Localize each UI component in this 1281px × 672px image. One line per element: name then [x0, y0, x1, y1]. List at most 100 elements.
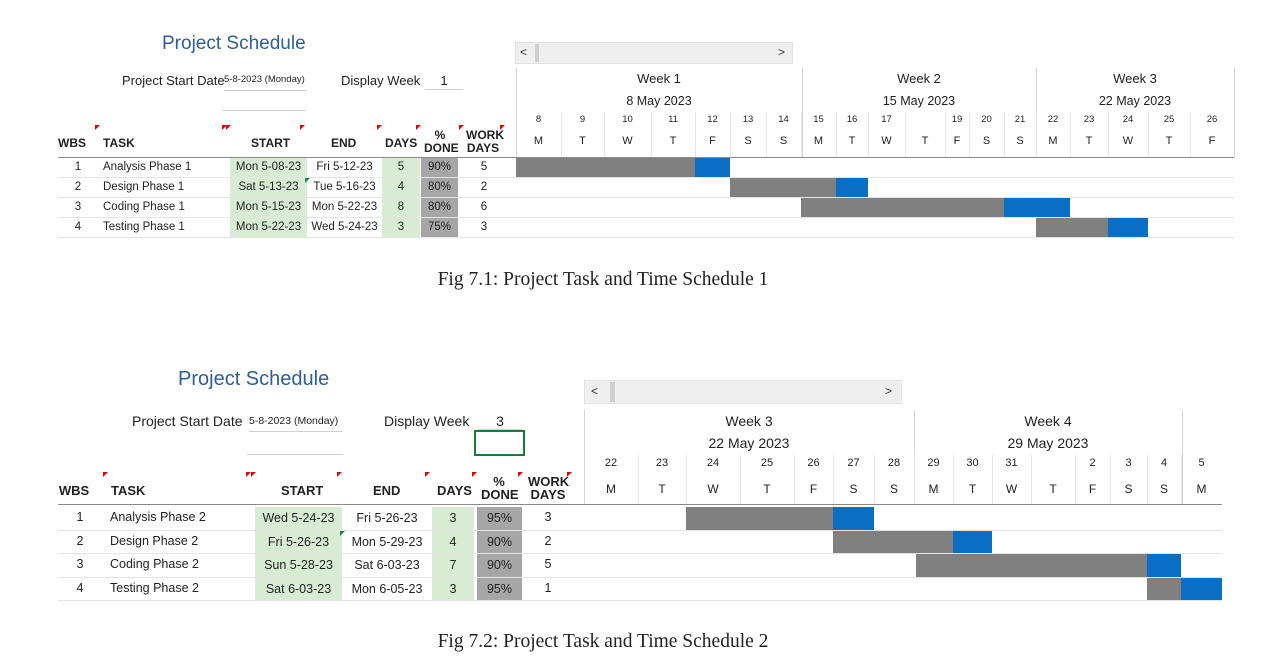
end-date-cell[interactable]: Mon 5-29-23: [351, 534, 423, 549]
start-date-cell[interactable]: Sat 5-13-23: [230, 178, 307, 197]
comment-indicator[interactable]: [337, 472, 342, 477]
percent-done-cell[interactable]: 95%: [477, 507, 522, 530]
day-letter: F: [1088, 482, 1097, 496]
comment-indicator[interactable]: [459, 125, 464, 130]
task-name-cell[interactable]: Testing Phase 1: [103, 221, 185, 233]
start-date-blank-cell[interactable]: [247, 440, 343, 455]
end-date-cell[interactable]: Tue 5-16-23: [313, 181, 376, 193]
days-cell[interactable]: 7: [432, 554, 474, 577]
comment-indicator[interactable]: [425, 472, 430, 477]
start-date-cell[interactable]: Mon 5-15-23: [230, 198, 307, 217]
end-date-cell[interactable]: Mon 6-05-23: [351, 581, 423, 596]
start-date-cell[interactable]: Sun 5-28-23: [255, 554, 342, 577]
scroll-right-arrow[interactable]: >: [778, 45, 786, 59]
day-number: 10: [622, 114, 633, 125]
scroll-left-arrow[interactable]: <: [520, 45, 528, 59]
percent-done-cell[interactable]: 80%: [421, 198, 458, 217]
display-week-label: Display Week: [341, 73, 421, 88]
start-date-cell[interactable]: Sat 6-03-23: [255, 577, 342, 600]
day-divider: [604, 112, 605, 157]
end-date-cell[interactable]: Mon 5-22-23: [311, 201, 378, 213]
comment-indicator[interactable]: [500, 125, 505, 130]
percent-done-cell[interactable]: 75%: [421, 218, 458, 237]
comment-indicator[interactable]: [300, 125, 305, 130]
days-cell[interactable]: 3: [432, 577, 474, 600]
table-row[interactable]: [58, 531, 1222, 554]
week-scrollbar[interactable]: < >: [584, 380, 902, 404]
start-date-cell[interactable]: Mon 5-22-23: [230, 218, 307, 237]
comment-indicator[interactable]: [251, 472, 256, 477]
display-week-field[interactable]: 1: [425, 73, 463, 90]
table-row[interactable]: [58, 178, 1234, 198]
task-name-cell[interactable]: Coding Phase 2: [110, 557, 199, 571]
display-week-field[interactable]: 3: [478, 413, 522, 430]
day-divider: [740, 455, 741, 504]
comment-indicator[interactable]: [567, 472, 572, 477]
day-number: 2: [1089, 457, 1096, 469]
start-date-field[interactable]: 5-8-2023 (Monday): [249, 415, 342, 432]
comment-indicator[interactable]: [95, 125, 100, 130]
schedule-title: Project Schedule: [178, 368, 330, 390]
start-date-cell[interactable]: Wed 5-24-23: [255, 507, 342, 530]
start-date-cell[interactable]: Mon 5-08-23: [230, 158, 307, 177]
week-date: 8 May 2023: [626, 94, 692, 108]
work-days-cell: 3: [544, 510, 552, 524]
percent-done-cell[interactable]: 80%: [421, 178, 458, 197]
task-name-cell[interactable]: Analysis Phase 2: [110, 510, 206, 524]
day-divider: [914, 455, 915, 504]
end-date-cell[interactable]: Fri 5-12-23: [316, 161, 373, 173]
percent-done-cell[interactable]: 90%: [477, 554, 522, 577]
start-date-cell[interactable]: Fri 5-26-23: [255, 530, 342, 553]
week-divider: [1182, 410, 1183, 504]
day-divider: [651, 112, 652, 157]
table-row[interactable]: [58, 578, 1222, 601]
days-cell[interactable]: 4: [382, 178, 420, 197]
percent-done-cell[interactable]: 90%: [421, 158, 458, 177]
table-row[interactable]: [58, 554, 1222, 578]
header-percent-line1: %: [493, 474, 505, 489]
end-date-cell[interactable]: Fri 5-26-23: [356, 511, 418, 525]
scroll-right-arrow[interactable]: >: [885, 384, 893, 398]
table-row[interactable]: [58, 507, 1222, 531]
table-row[interactable]: [58, 158, 1234, 178]
scroll-left-arrow[interactable]: <: [591, 384, 599, 398]
comment-indicator[interactable]: [226, 125, 231, 130]
task-name-cell[interactable]: Design Phase 1: [103, 181, 185, 193]
wbs-cell: 3: [76, 557, 84, 571]
comment-indicator[interactable]: [416, 125, 421, 130]
days-cell[interactable]: 3: [432, 507, 474, 530]
comment-indicator[interactable]: [103, 472, 108, 477]
task-name-cell[interactable]: Analysis Phase 1: [103, 161, 192, 173]
days-cell[interactable]: 8: [382, 198, 420, 217]
start-date-blank-cell[interactable]: [222, 96, 306, 111]
scroll-thumb[interactable]: [535, 44, 539, 62]
week-scrollbar[interactable]: < >: [515, 42, 793, 64]
table-row[interactable]: [58, 218, 1234, 238]
days-cell[interactable]: 4: [432, 530, 474, 553]
edit-marker: [305, 178, 310, 183]
start-date-label: Project Start Date: [132, 413, 243, 429]
selected-cell[interactable]: [474, 430, 525, 456]
days-cell[interactable]: 3: [382, 218, 420, 237]
wbs-cell: 4: [74, 221, 82, 233]
comment-indicator[interactable]: [472, 472, 477, 477]
task-name-cell[interactable]: Coding Phase 1: [103, 201, 185, 213]
days-cell[interactable]: 5: [382, 158, 420, 177]
day-number: 16: [846, 114, 858, 125]
day-letter: F: [953, 135, 961, 147]
comment-indicator[interactable]: [518, 472, 523, 477]
comment-indicator[interactable]: [222, 125, 227, 130]
end-date-cell[interactable]: Wed 5-24-23: [311, 221, 378, 233]
task-name-cell[interactable]: Testing Phase 2: [110, 580, 199, 595]
start-date-field[interactable]: 5-8-2023 (Monday): [224, 74, 307, 91]
scroll-thumb[interactable]: [610, 382, 615, 402]
table-row[interactable]: [58, 198, 1234, 218]
percent-done-cell[interactable]: 90%: [477, 530, 522, 553]
task-name-cell[interactable]: Design Phase 2: [110, 533, 199, 548]
percent-done-cell[interactable]: 95%: [477, 577, 522, 600]
day-letter: S: [1124, 482, 1133, 496]
day-divider: [801, 112, 802, 157]
end-date-cell[interactable]: Sat 6-03-23: [354, 558, 420, 572]
comment-indicator[interactable]: [377, 125, 382, 130]
comment-indicator[interactable]: [246, 472, 251, 477]
